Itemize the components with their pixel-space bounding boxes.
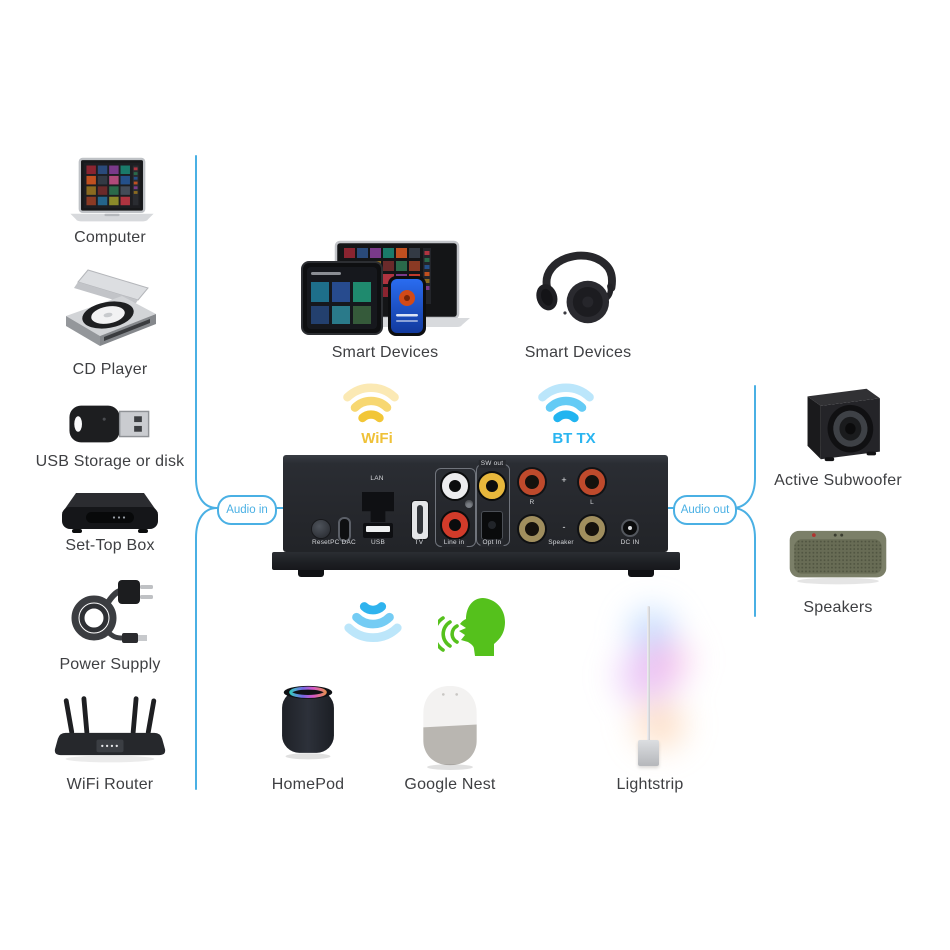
reset-button xyxy=(312,520,330,538)
speaker-l-label: L xyxy=(590,499,594,506)
power-supply-label: Power Supply xyxy=(59,656,161,673)
computer-illustration xyxy=(64,157,160,227)
cd-player-illustration xyxy=(58,266,162,356)
power-supply-illustration xyxy=(62,578,158,648)
line-in-rca-white xyxy=(442,473,468,499)
speaker-post-r-plus xyxy=(519,469,545,495)
speakers-label: Speakers xyxy=(803,599,873,616)
usb-storage-illustration xyxy=(64,396,156,452)
google-nest-illustration xyxy=(417,682,483,770)
screw xyxy=(465,500,473,508)
line-in-rca-red xyxy=(442,512,468,538)
audio-out-bubble-label: Audio out xyxy=(680,504,730,516)
usb-storage-label: USB Storage or disk xyxy=(35,453,185,470)
tv-port-label: TV xyxy=(414,539,424,546)
lightstrip-label: Lightstrip xyxy=(616,776,684,793)
bt-tx-label: BT TX xyxy=(552,430,596,447)
lan-port-label: LAN xyxy=(370,475,384,482)
wifi-label: WiFi xyxy=(361,430,393,447)
receiver-foot xyxy=(628,570,654,577)
homepod-label: HomePod xyxy=(271,776,345,793)
set-top-box-illustration xyxy=(58,489,162,535)
cd-player-label: CD Player xyxy=(72,361,148,378)
line-in-label: Line in xyxy=(441,539,467,547)
smart-devices-illustration xyxy=(300,240,472,336)
dc-in-label: DC IN xyxy=(620,539,640,546)
optical-port xyxy=(481,511,503,540)
bt-tx-signal-icon xyxy=(533,376,599,426)
wifi-router-illustration xyxy=(54,694,166,766)
audio-receiver-rear-panel: Reset PC DAC LAN USB TV Line in SW xyxy=(272,455,680,581)
pc-dac-port xyxy=(338,517,351,542)
smart-devices-wifi-label: Smart Devices xyxy=(331,344,439,361)
wifi-signal-icon xyxy=(338,376,404,426)
lightstrip-pole xyxy=(647,606,650,742)
opt-in-label: Opt In xyxy=(480,539,504,547)
speaker-post-l-minus xyxy=(579,516,605,542)
audio-out-bubble: Audio out xyxy=(673,495,737,525)
set-top-box-label: Set-Top Box xyxy=(65,537,155,554)
receiver-panel: Reset PC DAC LAN USB TV Line in SW xyxy=(283,455,668,552)
computer-label: Computer xyxy=(74,229,146,246)
receiver-base xyxy=(272,552,680,570)
voice-control-icon xyxy=(438,596,508,658)
sw-out-label: SW out xyxy=(478,460,506,468)
usb-port xyxy=(363,523,393,538)
speaker-r-label: R xyxy=(529,499,535,506)
dc-in-jack xyxy=(621,519,639,537)
speaker-plus-sign: + xyxy=(561,475,567,485)
pc-dac-port-label: PC DAC xyxy=(330,539,356,546)
speaker-minus-sign: - xyxy=(562,522,566,532)
usb-port-label: USB xyxy=(371,539,385,546)
homepod-illustration xyxy=(276,674,340,766)
smart-devices-bt-label: Smart Devices xyxy=(524,344,632,361)
speakers-illustration xyxy=(786,525,890,587)
reset-port-label: Reset xyxy=(312,539,330,546)
active-subwoofer-label: Active Subwoofer xyxy=(774,472,902,489)
sw-out-rca-yellow xyxy=(479,473,505,499)
receiver-foot xyxy=(298,570,324,577)
lightstrip-illustration xyxy=(585,596,715,770)
audio-in-bubble: Audio in xyxy=(217,495,277,525)
speaker-post-r-minus xyxy=(519,516,545,542)
google-nest-label: Google Nest xyxy=(404,776,496,793)
speaker-label: Speaker xyxy=(548,539,574,546)
headphones-illustration xyxy=(528,236,624,338)
tv-hdmi-port xyxy=(411,500,429,540)
wifi-router-label: WiFi Router xyxy=(66,776,154,793)
lightstrip-base xyxy=(638,740,659,766)
audio-in-bubble-label: Audio in xyxy=(226,504,268,516)
lan-port xyxy=(362,492,394,522)
active-subwoofer-illustration xyxy=(790,383,886,463)
wifi-downward-icon xyxy=(341,598,405,650)
speaker-post-l-plus xyxy=(579,469,605,495)
